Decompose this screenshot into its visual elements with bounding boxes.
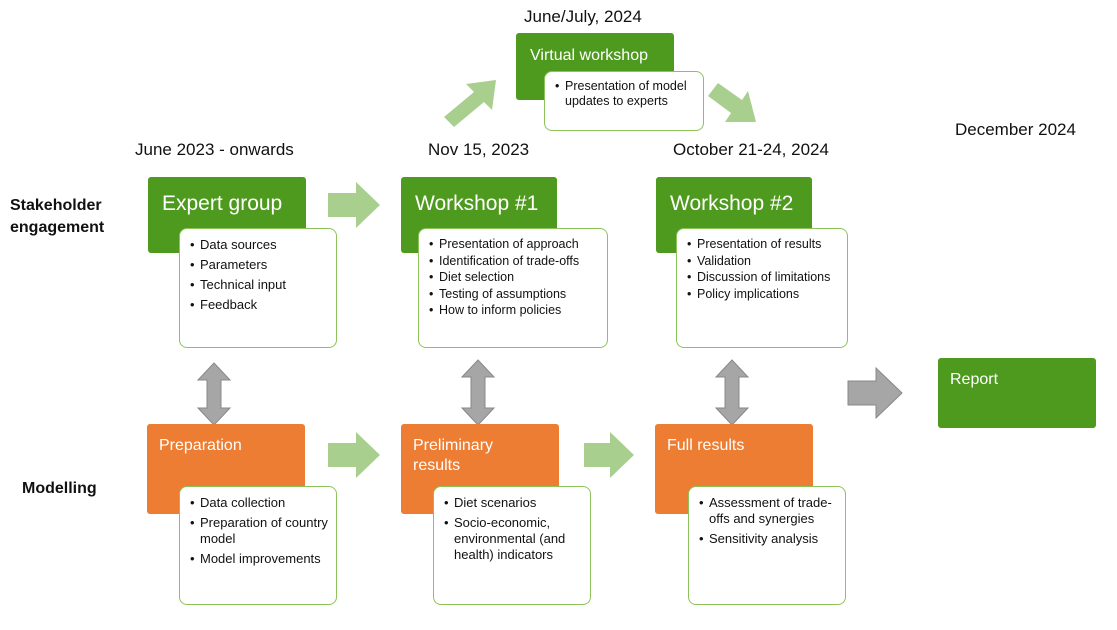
list-item: Preparation of country model xyxy=(190,515,328,547)
list-item: Diet selection xyxy=(429,270,599,285)
expert-group-details: Data sources Parameters Technical input … xyxy=(179,228,337,348)
date-col4: December 2024 xyxy=(955,120,1076,139)
list-item: Parameters xyxy=(190,257,328,273)
arrow-preliminary-to-full xyxy=(584,432,634,478)
list-item: Technical input xyxy=(190,277,328,293)
list-item: Sensitivity analysis xyxy=(699,531,837,547)
virtual-workshop-details: Presentation of model updates to experts xyxy=(544,71,704,131)
arrow-workshop1-to-virtual xyxy=(444,80,496,127)
date-col1: June 2023 - onwards xyxy=(135,140,294,159)
list-item: Identification of trade-offs xyxy=(429,254,599,269)
list-item: How to inform policies xyxy=(429,303,599,318)
row-label-modelling: Modelling xyxy=(22,480,97,497)
report-box: Report xyxy=(938,358,1096,428)
preparation-details: Data collection Preparation of country m… xyxy=(179,486,337,605)
list-item: Data collection xyxy=(190,495,328,511)
list-item: Model improvements xyxy=(190,551,328,567)
list-item: Feedback xyxy=(190,297,328,313)
double-arrow-col1 xyxy=(196,362,232,426)
arrow-preparation-to-preliminary xyxy=(328,432,380,478)
list-item: Socio-economic, environmental (and healt… xyxy=(444,515,582,563)
list-item: Presentation of results xyxy=(687,237,839,252)
workshop2-title: Workshop #2 xyxy=(670,192,794,215)
list-item: Policy implications xyxy=(687,287,839,302)
virtual-workshop-title: Virtual workshop xyxy=(530,47,648,64)
workshop1-details: Presentation of approach Identification … xyxy=(418,228,608,348)
workshop2-details: Presentation of results Validation Discu… xyxy=(676,228,848,348)
arrow-expert-to-workshop1 xyxy=(328,182,380,228)
workshop1-title: Workshop #1 xyxy=(415,192,539,215)
list-item: Data sources xyxy=(190,237,328,253)
double-arrow-col2 xyxy=(460,359,496,426)
list-item: Presentation of model updates to experts xyxy=(555,79,695,108)
preliminary-results-title: Preliminary results xyxy=(413,437,494,474)
list-item: Assessment of trade-offs and synergies xyxy=(699,495,837,527)
full-results-title: Full results xyxy=(667,437,745,454)
list-item: Presentation of approach xyxy=(429,237,599,252)
arrow-virtual-to-workshop2 xyxy=(708,83,756,122)
preliminary-results-details: Diet scenarios Socio-economic, environme… xyxy=(433,486,591,605)
arrow-to-report xyxy=(847,366,903,420)
date-col2: Nov 15, 2023 xyxy=(428,140,530,159)
preparation-title: Preparation xyxy=(159,437,242,454)
double-arrow-col3 xyxy=(714,359,750,426)
list-item: Diet scenarios xyxy=(444,495,582,511)
date-col3: October 21-24, 2024 xyxy=(673,140,829,159)
full-results-details: Assessment of trade-offs and synergies S… xyxy=(688,486,846,605)
list-item: Validation xyxy=(687,254,839,269)
list-item: Testing of assumptions xyxy=(429,287,599,302)
date-virtual-workshop: June/July, 2024 xyxy=(524,7,642,26)
expert-group-title: Expert group xyxy=(162,192,283,215)
list-item: Discussion of limitations xyxy=(687,270,839,285)
report-title: Report xyxy=(950,371,999,388)
row-label-stakeholder: Stakeholder engagement xyxy=(10,197,105,236)
